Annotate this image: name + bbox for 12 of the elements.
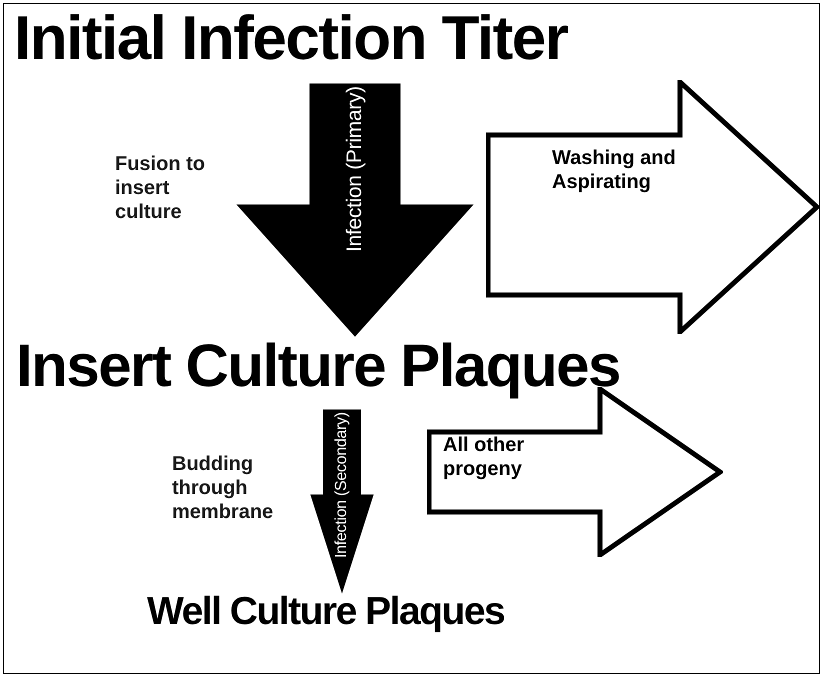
edge-label: Infection (Primary) — [343, 86, 367, 252]
block-arrow — [236, 84, 474, 337]
block-arrow — [310, 410, 374, 594]
side-note: Fusion to insert culture — [115, 152, 206, 224]
side-note: Budding through membrane — [172, 452, 274, 524]
arrow-label: All other progeny — [443, 433, 526, 481]
stage-heading: Insert Culture Plaques — [16, 336, 620, 396]
stage-heading: Initial Infection Titer — [14, 8, 568, 70]
stage-heading: Well Culture Plaques — [147, 592, 504, 631]
arrow-label: Washing and Aspirating — [552, 146, 677, 194]
edge-label: Infection (Secondary) — [333, 412, 351, 558]
block-arrow — [486, 80, 820, 334]
